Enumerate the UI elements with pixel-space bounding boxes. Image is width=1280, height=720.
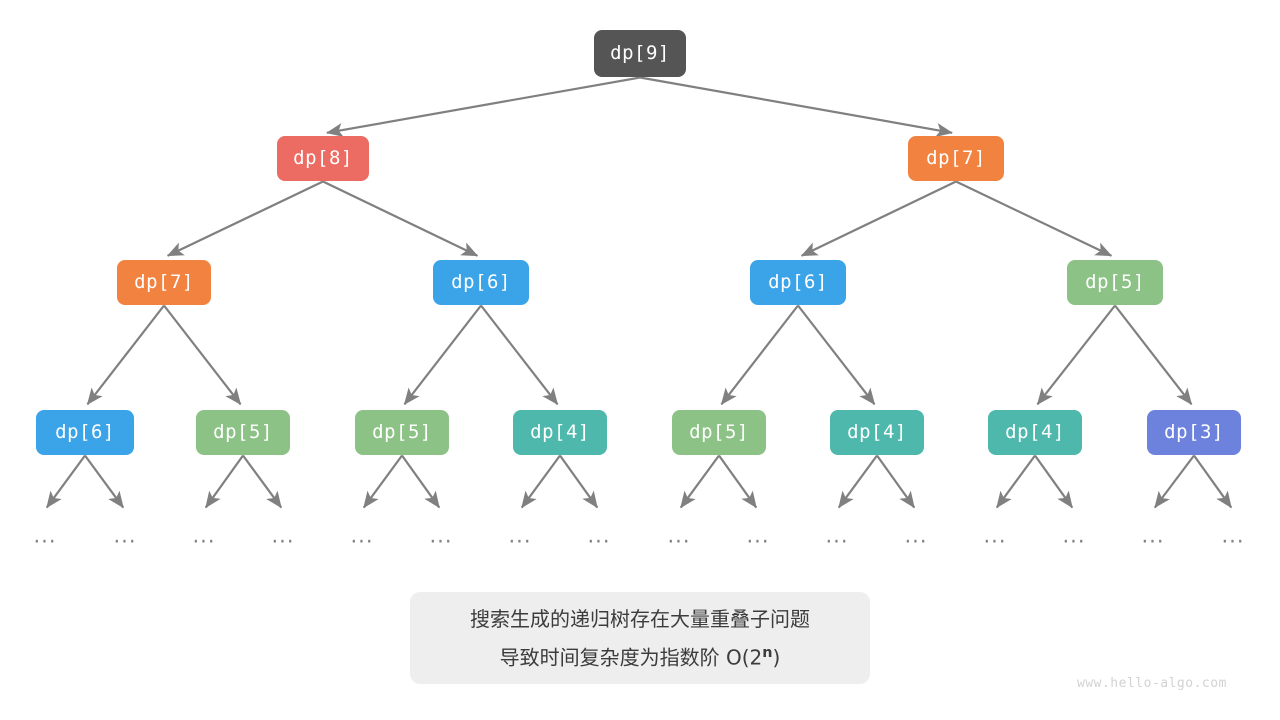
edge-n3-n7 <box>86 304 165 406</box>
edge-stub-5 <box>401 454 441 509</box>
ellipsis-marker: ... <box>350 523 374 548</box>
ellipsis-marker: ... <box>904 523 928 548</box>
ellipsis-marker: ... <box>429 523 453 548</box>
edge-n5-n11 <box>720 304 799 406</box>
edge-n4-n9 <box>403 304 482 406</box>
edge-stub-2 <box>204 454 244 509</box>
ellipsis-marker: ... <box>1221 523 1245 548</box>
tree-node-dp6-4[interactable]: dp[6] <box>433 259 529 305</box>
tree-node-dp6-7[interactable]: dp[6] <box>36 409 134 455</box>
tree-node-dp6-5[interactable]: dp[6] <box>750 259 846 305</box>
edge-n6-n13 <box>1036 304 1116 406</box>
caption-line-2-prefix: 导致时间复杂度为指数阶 O(2 <box>499 645 763 670</box>
edge-stub-1 <box>84 454 125 509</box>
edge-stub-3 <box>242 454 283 509</box>
tree-node-dp8-1[interactable]: dp[8] <box>277 135 369 181</box>
edge-stub-10 <box>837 454 878 509</box>
ellipsis-marker: ... <box>667 523 691 548</box>
edge-stub-11 <box>876 454 916 509</box>
edge-stub-4 <box>362 454 403 509</box>
edge-n6-n14 <box>1114 304 1193 406</box>
ellipsis-marker: ... <box>508 523 532 548</box>
edge-n4-n10 <box>480 304 559 406</box>
tree-node-dp5-9[interactable]: dp[5] <box>355 409 449 455</box>
edge-stub-9 <box>718 454 758 509</box>
edge-n2-n6 <box>955 180 1113 257</box>
edge-n5-n12 <box>797 304 876 406</box>
edge-n3-n8 <box>163 304 242 406</box>
edge-stub-8 <box>679 454 720 509</box>
edge-n1-n4 <box>322 180 479 257</box>
ellipsis-marker: ... <box>113 523 137 548</box>
ellipsis-marker: ... <box>587 523 611 548</box>
tree-node-dp7-2[interactable]: dp[7] <box>908 135 1004 181</box>
edge-stub-12 <box>995 454 1036 509</box>
ellipsis-marker: ... <box>33 523 57 548</box>
edge-stub-14 <box>1153 454 1195 509</box>
ellipsis-marker: ... <box>1062 523 1086 548</box>
ellipsis-marker: ... <box>192 523 216 548</box>
tree-node-dp5-6[interactable]: dp[5] <box>1067 259 1163 305</box>
caption-box: 搜索生成的递归树存在大量重叠子问题 导致时间复杂度为指数阶 O(2n) <box>410 592 870 684</box>
ellipsis-marker: ... <box>825 523 849 548</box>
caption-line-2-suffix: ) <box>772 645 781 670</box>
ellipsis-marker: ... <box>746 523 770 548</box>
caption-exponent: n <box>762 644 773 661</box>
tree-node-dp5-8[interactable]: dp[5] <box>196 409 290 455</box>
ellipsis-marker: ... <box>983 523 1007 548</box>
edge-n0-n1 <box>326 76 641 137</box>
ellipsis-marker: ... <box>1141 523 1165 548</box>
tree-node-dp4-10[interactable]: dp[4] <box>513 409 607 455</box>
edge-n0-n2 <box>639 76 953 137</box>
edge-stub-13 <box>1034 454 1074 509</box>
edge-stub-6 <box>520 454 561 509</box>
tree-node-dp4-13[interactable]: dp[4] <box>988 409 1082 455</box>
edge-stub-0 <box>45 454 86 509</box>
edge-n2-n5 <box>800 180 957 257</box>
tree-node-dp7-3[interactable]: dp[7] <box>117 259 211 305</box>
tree-node-dp3-14[interactable]: dp[3] <box>1147 409 1241 455</box>
tree-node-dp5-11[interactable]: dp[5] <box>672 409 766 455</box>
edge-stub-15 <box>1193 454 1233 509</box>
edge-n1-n3 <box>166 180 324 257</box>
tree-node-dp4-12[interactable]: dp[4] <box>830 409 924 455</box>
caption-line-2: 导致时间复杂度为指数阶 O(2n) <box>500 636 781 675</box>
tree-node-dp9-0[interactable]: dp[9] <box>594 29 686 77</box>
caption-line-1: 搜索生成的递归树存在大量重叠子问题 <box>470 606 810 631</box>
edge-stub-7 <box>559 454 599 509</box>
watermark: www.hello-algo.com <box>1077 676 1227 691</box>
ellipsis-marker: ... <box>271 523 295 548</box>
